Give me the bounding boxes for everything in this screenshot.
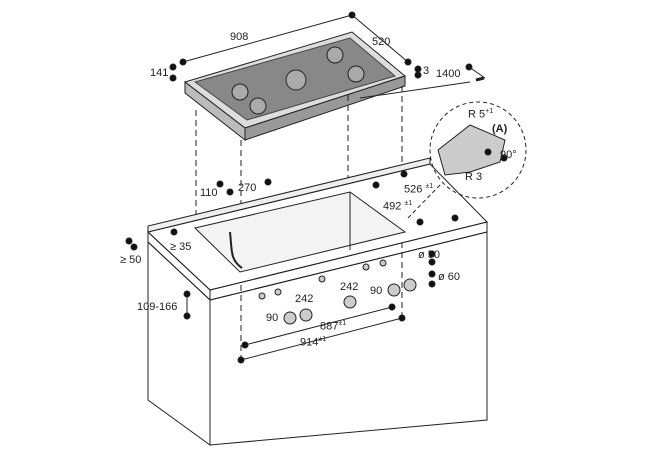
edge-detail-inset	[407, 101, 527, 219]
cabinet	[146, 157, 488, 446]
dim-offset-right: 90	[370, 285, 383, 297]
dim-526-value: 526	[404, 183, 423, 196]
dim-min50: ≥ 50	[120, 254, 142, 266]
dim-offset-left: 90	[266, 312, 279, 324]
dim-spacing-2: 242	[340, 281, 359, 293]
dim-887-tol: ±1	[338, 320, 347, 327]
dim-492: 492 ±1	[383, 200, 412, 213]
dim-526-tol: ±1	[425, 183, 434, 190]
dim-492-value: 492	[383, 200, 402, 213]
detail-marker: (A)	[492, 123, 508, 135]
detail-r5: R 5+1	[468, 108, 493, 121]
cooktop	[183, 31, 485, 142]
dim-914-value: 914	[300, 336, 319, 349]
dim-hole-small: ø 50	[418, 249, 441, 261]
dim-887-value: 887	[320, 320, 339, 333]
dim-cable: 1400	[436, 68, 461, 80]
dim-110: 110	[200, 187, 218, 199]
dim-526: 526 ±1	[404, 183, 433, 196]
dim-887: 887±1	[320, 320, 346, 333]
dim-height-range: 109-166	[137, 301, 178, 313]
cooktop-dimension-lines	[169, 11, 486, 82]
dim-270: 270	[238, 182, 257, 194]
dim-depth: 520	[372, 36, 391, 48]
control-knobs	[258, 259, 417, 325]
detail-r5-value: R 5	[468, 108, 486, 121]
dim-min35: ≥ 35	[170, 241, 192, 253]
detail-r5-tol: +1	[485, 108, 494, 115]
dim-hole-large: ø 60	[438, 271, 461, 283]
dim-914-tol: ±1	[318, 336, 327, 343]
dim-edge: 3	[423, 65, 430, 77]
dim-spacing-1: 242	[295, 293, 314, 305]
dim-height: 141	[150, 67, 169, 79]
dim-492-tol: ±1	[404, 200, 413, 207]
dim-914: 914±1	[300, 336, 326, 349]
detail-angle: 90°	[500, 149, 517, 161]
detail-r3: R 3	[465, 171, 483, 183]
dim-width: 908	[230, 31, 249, 43]
front-dimension-lines	[125, 170, 459, 364]
